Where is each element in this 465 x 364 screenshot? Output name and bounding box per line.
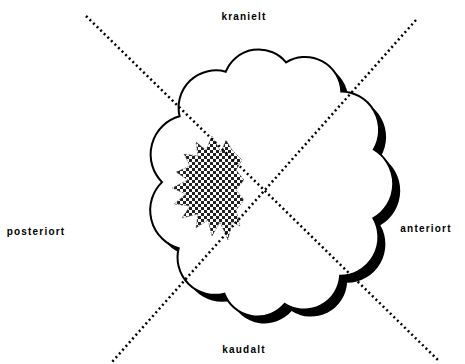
direction-label: posteriort <box>5 226 68 238</box>
direction-label: kaudalt <box>220 344 267 356</box>
dotted-axis <box>112 20 416 362</box>
dotted-axis <box>86 16 440 362</box>
direction-label: anteriort <box>398 223 453 235</box>
direction-label: kranielt <box>219 11 268 23</box>
organ-outline <box>150 49 393 316</box>
tumor-region <box>172 136 244 240</box>
